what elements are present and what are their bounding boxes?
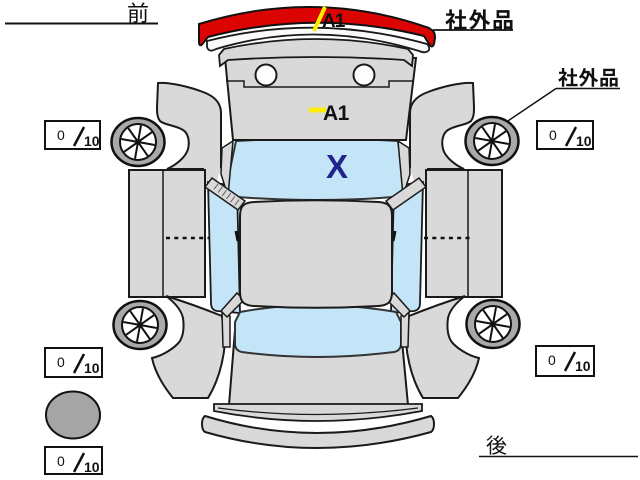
- svg-text:A1: A1: [322, 11, 346, 32]
- svg-text:10: 10: [84, 360, 100, 376]
- svg-text:0: 0: [57, 453, 65, 469]
- svg-text:0: 0: [549, 127, 557, 143]
- svg-text:A1: A1: [323, 102, 350, 125]
- svg-text:10: 10: [575, 358, 591, 374]
- svg-text:0: 0: [57, 354, 65, 370]
- svg-text:0: 0: [548, 352, 556, 368]
- svg-text:10: 10: [576, 133, 592, 149]
- svg-text:10: 10: [84, 459, 100, 475]
- svg-text:0: 0: [57, 127, 65, 143]
- svg-text:X: X: [326, 148, 348, 185]
- svg-text:10: 10: [84, 133, 100, 149]
